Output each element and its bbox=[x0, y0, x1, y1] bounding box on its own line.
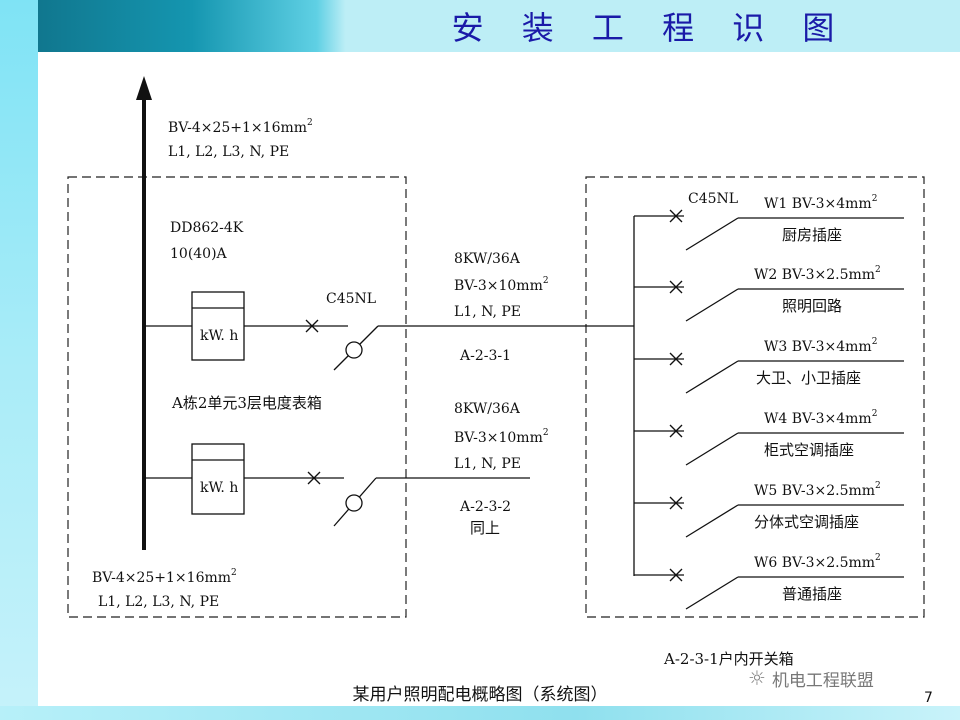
switch-box-breaker-label: C45NL bbox=[688, 191, 738, 207]
circuit-5-cable: W5 BV-3×2.5mm2 bbox=[754, 481, 881, 499]
riser-top-cable: BV-4×25+1×16mm2 bbox=[168, 118, 313, 136]
circuit-4-cable: W4 BV-3×4mm2 bbox=[764, 409, 877, 427]
circuit-3-switch-icon bbox=[685, 360, 739, 394]
circuit-1-x-icon-b bbox=[669, 209, 683, 223]
feeder-2-conductors: L1, N, PE bbox=[454, 456, 521, 472]
circuit-2-x-icon-b bbox=[669, 280, 683, 294]
circuit-1-cable: W1 BV-3×4mm2 bbox=[764, 194, 877, 212]
riser-top-conductors: L1, L2, L3, N, PE bbox=[168, 144, 289, 160]
circuit-4-x-icon-b bbox=[669, 424, 683, 438]
watermark: ☼ 机电工程联盟 bbox=[748, 664, 874, 692]
feeder-2-power: 8KW/36A bbox=[454, 401, 521, 417]
circuit-6-name: 普通插座 bbox=[782, 585, 842, 603]
riser-bottom-cable: BV-4×25+1×16mm2 bbox=[92, 568, 237, 586]
meter-model: DD862-4K bbox=[170, 220, 244, 236]
circuit-5-switch-icon bbox=[685, 504, 739, 538]
circuit-1-switch-icon bbox=[685, 217, 739, 251]
kwh-meter-1 bbox=[191, 291, 245, 361]
switch-box-name: A-2-3-1户内开关箱 bbox=[663, 650, 794, 668]
circuit-2-name: 照明回路 bbox=[782, 297, 842, 315]
header-band bbox=[0, 0, 960, 52]
kwh-meter-2 bbox=[191, 443, 245, 515]
circuit-3-x-icon-b bbox=[669, 352, 683, 366]
circuit-5-name: 分体式空调插座 bbox=[754, 513, 859, 531]
slide-number: 7 bbox=[924, 690, 933, 706]
riser-arrow-icon bbox=[136, 76, 152, 100]
breaker-2-switch-icon bbox=[333, 477, 377, 527]
feeder-2-cable: BV-3×10mm2 bbox=[454, 428, 549, 446]
circuit-4-switch-icon bbox=[685, 432, 739, 466]
meter-box-name: A栋2单元3层电度表箱 bbox=[171, 394, 322, 412]
slide-canvas bbox=[38, 52, 960, 706]
circuit-3-name: 大卫、小卫插座 bbox=[756, 369, 861, 387]
feeder-1-cable: BV-3×10mm2 bbox=[454, 276, 549, 294]
feeder-1-power: 8KW/36A bbox=[454, 251, 521, 267]
circuit-4-name: 柜式空调插座 bbox=[764, 441, 854, 459]
watermark-text: 机电工程联盟 bbox=[771, 670, 874, 691]
circuit-3-cable: W3 BV-3×4mm2 bbox=[764, 337, 877, 355]
meter-breaker-label: C45NL bbox=[326, 291, 376, 307]
kwh-meter-2-label: kW. h bbox=[200, 480, 238, 496]
circuit-5-x-icon-b bbox=[669, 496, 683, 510]
switch-box-outline bbox=[585, 176, 925, 618]
feeder-1-id: A-2-3-1 bbox=[459, 348, 511, 364]
footer-band bbox=[0, 706, 960, 720]
kwh-meter-1-label: kW. h bbox=[200, 328, 238, 344]
riser-bottom-conductors: L1, L2, L3, N, PE bbox=[98, 594, 219, 610]
meter-rating: 10(40)A bbox=[170, 246, 228, 262]
left-band bbox=[0, 0, 38, 720]
circuit-6-switch-icon bbox=[685, 576, 739, 610]
diagram-caption: 某用户照明配电概略图（系统图） bbox=[352, 685, 608, 705]
breaker-2-x-icon bbox=[307, 471, 321, 485]
wechat-icon: ☼ bbox=[748, 666, 766, 690]
meter-box-outline bbox=[67, 176, 407, 618]
circuit-6-x-icon-b bbox=[669, 568, 683, 582]
slide-title: 安 装 工 程 识 图 bbox=[451, 9, 849, 47]
circuit-1-name: 厨房插座 bbox=[782, 226, 842, 244]
circuit-2-cable: W2 BV-3×2.5mm2 bbox=[754, 265, 881, 283]
feeder-2-note: 同上 bbox=[470, 519, 500, 537]
breaker-1-switch-icon bbox=[333, 325, 379, 371]
feeder-1-conductors: L1, N, PE bbox=[454, 304, 521, 320]
circuit-2-switch-icon bbox=[685, 288, 739, 322]
breaker-1-x-icon bbox=[305, 319, 319, 333]
circuit-6-cable: W6 BV-3×2.5mm2 bbox=[754, 553, 881, 571]
feeder-2-id: A-2-3-2 bbox=[459, 499, 511, 515]
